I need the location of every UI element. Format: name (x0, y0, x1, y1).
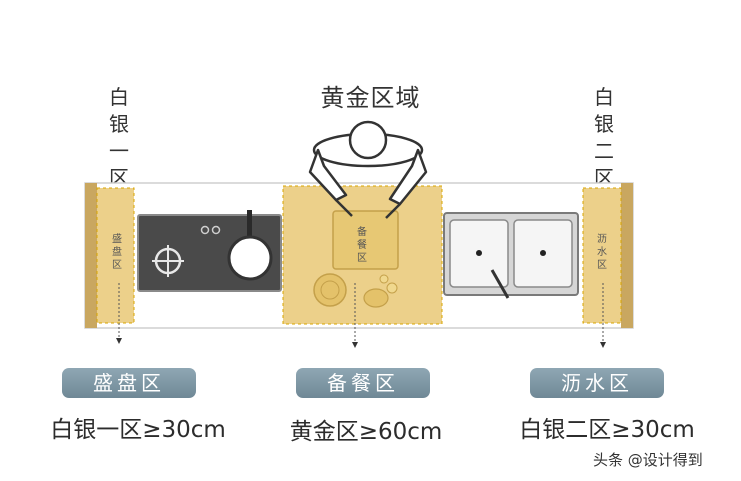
draining-pill: 沥水区 (530, 368, 664, 398)
right-wall (621, 183, 633, 328)
plating-requirement: 白银一区≥30cm (50, 417, 226, 443)
draining-zone (582, 187, 622, 324)
left-zone-label: 白银一区 (109, 85, 129, 190)
prep-requirement: 黄金区≥60cm (289, 419, 443, 445)
person-figure (308, 120, 428, 219)
cutting-board (313, 210, 399, 308)
plating-zone-small-label: 盛盘区 (112, 234, 122, 271)
double-sink (443, 212, 579, 299)
right-zone-label: 白银二区 (594, 85, 614, 190)
diagram-title: 黄金区域 (320, 84, 421, 112)
draining-zone-small-label: 沥水区 (597, 234, 607, 271)
zone-arrows (118, 283, 604, 342)
plating-zone (96, 187, 135, 324)
draining-requirement: 白银二区≥30cm (519, 417, 695, 443)
plating-pill: 盛盘区 (62, 368, 196, 398)
left-wall (85, 183, 97, 328)
prep-pill: 备餐区 (296, 368, 430, 398)
stove (137, 210, 282, 292)
prep-zone-small-label: 备餐区 (357, 227, 367, 264)
watermark: 头条 @设计得到 (593, 451, 703, 469)
